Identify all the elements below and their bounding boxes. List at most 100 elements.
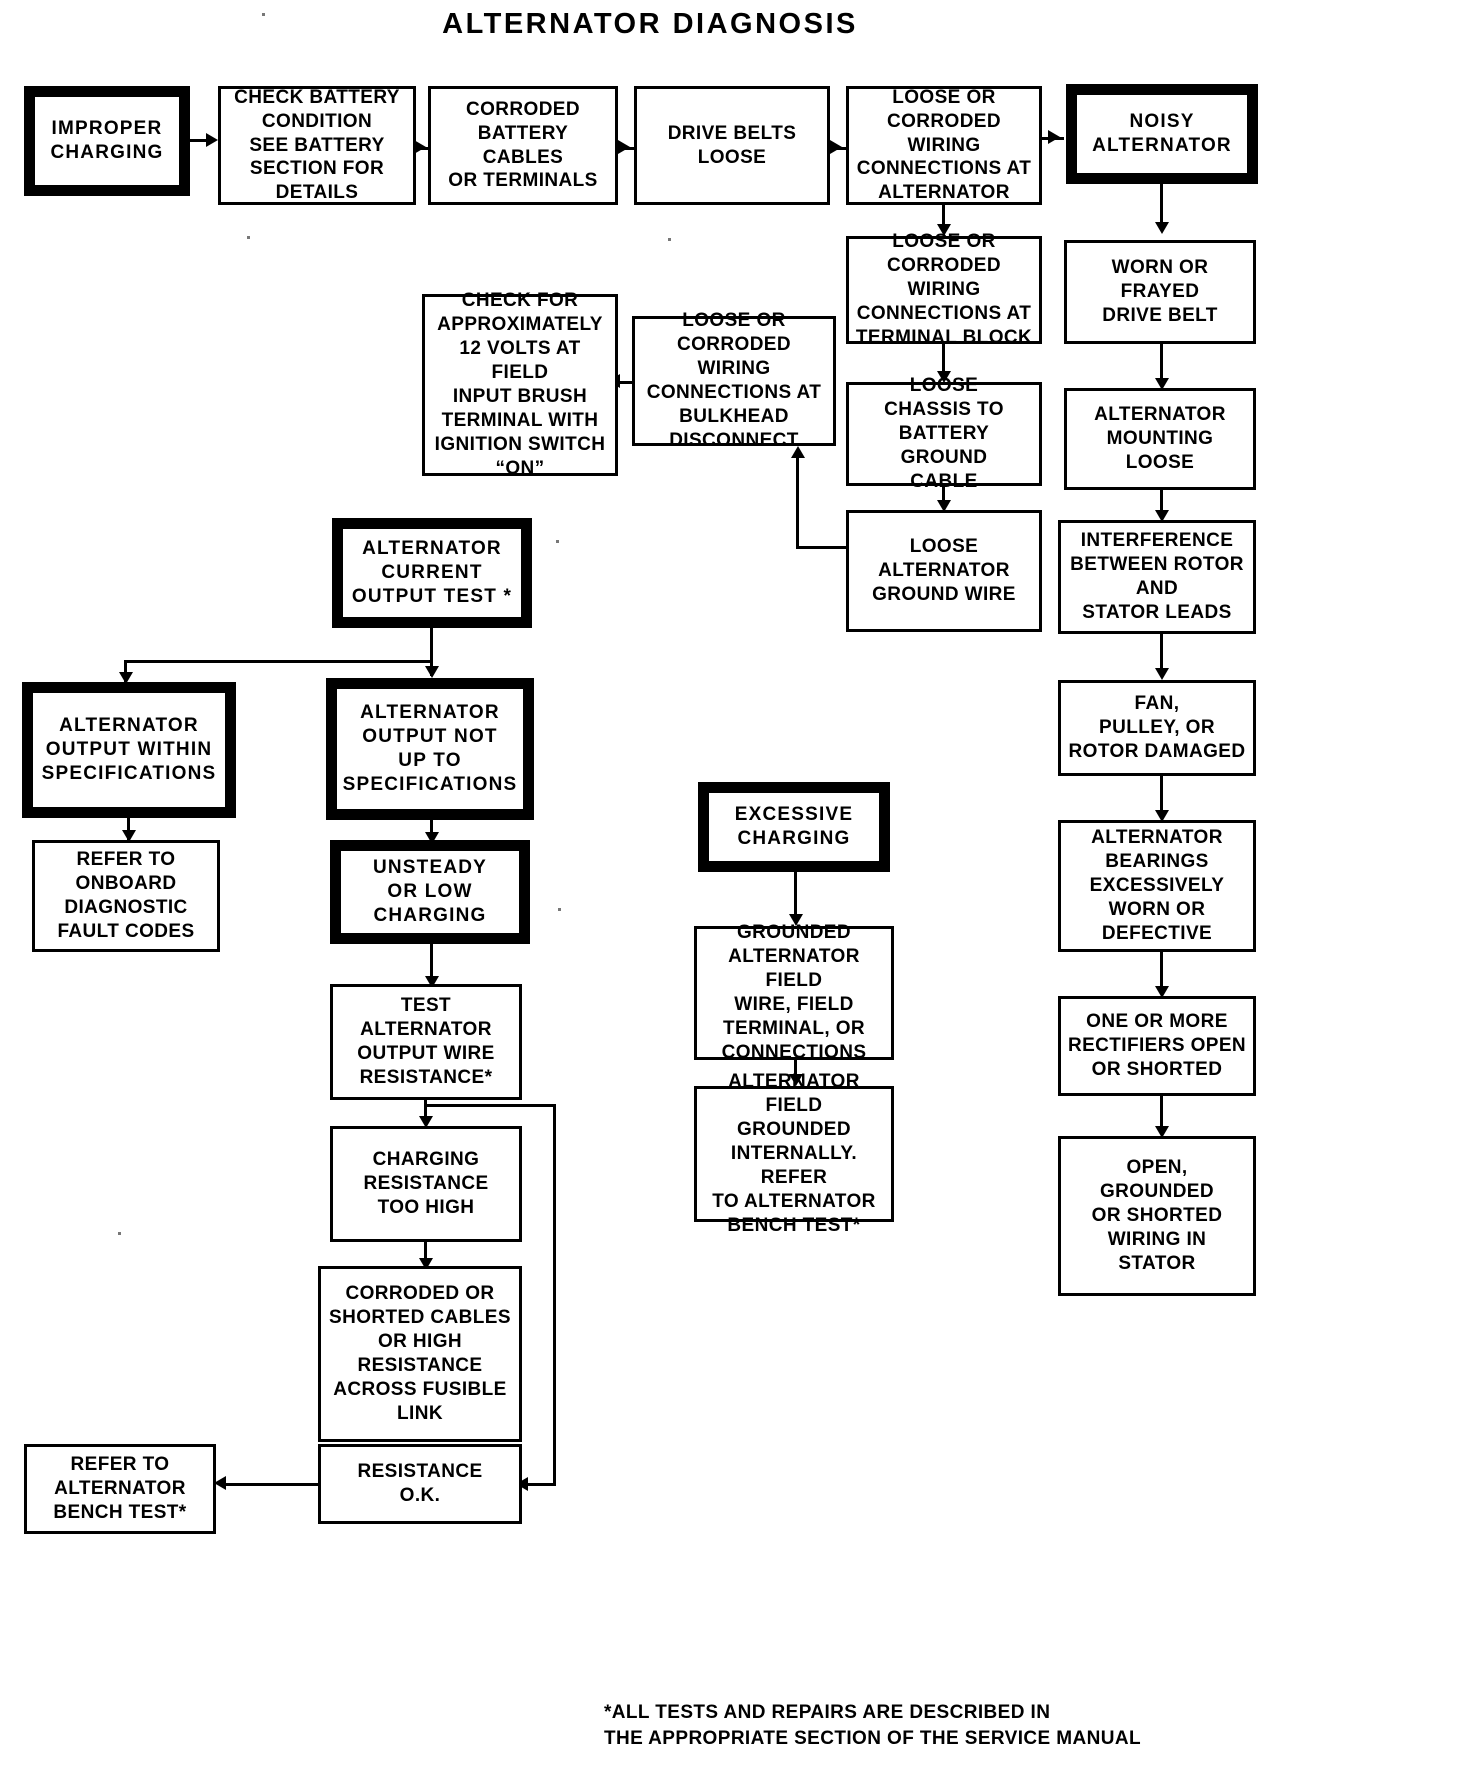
node-check-12-volts[interactable]: CHECK FOR APPROXIMATELY 12 VOLTS AT FIEL… [422,290,618,479]
node-grounded-field-wire-label: GROUNDED ALTERNATOR FIELD WIRE, FIELD TE… [721,922,867,1063]
node-interference-rotor-stator-label: INTERFERENCE BETWEEN ROTOR AND STATOR LE… [1070,530,1244,623]
arrowhead-down [789,914,803,926]
edge-cot-left-drop [124,660,127,682]
arrowhead-down [122,830,136,842]
node-field-grounded-internally[interactable]: ALTERNATOR FIELD GROUNDED INTERNALLY. RE… [694,1071,894,1236]
arrowhead-down [419,1116,433,1128]
node-corroded-battery-cables[interactable]: CORRODED BATTERY CABLES OR TERMINALS [428,86,618,205]
node-wiring-at-alternator[interactable]: LOOSE OR CORRODED WIRING CONNECTIONS AT … [846,86,1042,205]
node-noisy-alternator-label: NOISY ALTERNATOR [1092,111,1232,156]
edge-fan-down [1160,776,1163,816]
edge-testres-loop-h [424,1104,556,1107]
node-loose-chassis-ground[interactable]: LOOSE CHASSIS TO BATTERY GROUND CABLE [846,375,1042,492]
node-loose-alternator-ground-wire[interactable]: LOOSE ALTERNATOR GROUND WIRE [846,510,1042,632]
node-current-output-test-label: ALTERNATOR CURRENT OUTPUT TEST * [351,538,513,607]
edge-belt-down [1160,344,1163,384]
scan-speck [556,540,559,543]
arrowhead-left [214,1476,226,1490]
arrowhead-down [937,224,951,236]
arrowhead-right [206,133,218,147]
footnote: *ALL TESTS AND REPAIRS ARE DESCRIBED IN … [604,1702,1142,1749]
node-corroded-shorted-cables[interactable]: CORRODED OR SHORTED CABLES OR HIGH RESIS… [318,1266,522,1442]
arrowhead-right [414,140,426,154]
arrowhead-down [937,500,951,512]
edge-rectifiers-down [1160,1096,1163,1132]
node-wiring-at-terminal-block[interactable]: LOOSE OR CORRODED WIRING CONNECTIONS AT … [846,231,1042,348]
edge-excessive-down [794,872,797,922]
arrowhead-down [425,666,439,678]
node-fan-pulley-rotor-label: FAN, PULLEY, OR ROTOR DAMAGED [1068,693,1246,762]
edge-mounting-down [1160,490,1163,518]
edge-loop-into-resistanceok [522,1483,556,1486]
node-charging-resistance-high-label: CHARGING RESISTANCE TOO HIGH [363,1149,489,1218]
node-alternator-mounting-loose-label: ALTERNATOR MOUNTING LOOSE [1094,404,1226,473]
node-check-battery-label: CHECK BATTERY CONDITION SEE BATTERY SECT… [234,86,400,204]
edge-notup-down [430,820,433,842]
arrowhead-down [1155,810,1169,822]
node-refer-bench-test[interactable]: REFER TO ALTERNATOR BENCH TEST* [24,1444,216,1534]
node-improper-charging-label: IMPROPER CHARGING [50,118,164,163]
edge-altground-to-bulkhead-v [796,455,799,549]
node-excessive-charging-label: EXCESSIVE CHARGING [734,804,854,849]
arrowhead-down [119,672,133,684]
arrowhead-down [937,371,951,383]
node-alternator-bearings-worn[interactable]: ALTERNATOR BEARINGS EXCESSIVELY WORN OR … [1058,820,1256,952]
node-check-battery[interactable]: CHECK BATTERY CONDITION SEE BATTERY SECT… [218,86,416,205]
node-loose-chassis-ground-label: LOOSE CHASSIS TO BATTERY GROUND CABLE [884,375,1004,492]
node-test-output-wire-resistance-label: TEST ALTERNATOR OUTPUT WIRE RESISTANCE* [357,995,495,1088]
scan-speck [118,1232,121,1235]
scan-speck [558,908,561,911]
node-wiring-at-terminal-block-label: LOOSE OR CORRODED WIRING CONNECTIONS AT … [855,231,1033,348]
edge-unsteady-down [430,944,433,984]
arrowhead-down [1155,668,1169,680]
node-refer-onboard-codes[interactable]: REFER TO ONBOARD DIAGNOSTIC FAULT CODES [32,840,220,952]
node-check-12-volts-label: CHECK FOR APPROXIMATELY 12 VOLTS AT FIEL… [434,290,606,479]
node-worn-frayed-belt[interactable]: WORN OR FRAYED DRIVE BELT [1064,240,1256,344]
arrowhead-down [789,1074,803,1086]
edge-within-down [127,818,130,840]
scan-speck [262,13,265,16]
node-refer-bench-test-label: REFER TO ALTERNATOR BENCH TEST* [53,1454,187,1523]
node-grounded-field-wire[interactable]: GROUNDED ALTERNATOR FIELD WIRE, FIELD TE… [694,922,894,1063]
node-alternator-mounting-loose[interactable]: ALTERNATOR MOUNTING LOOSE [1064,388,1256,490]
edge-noisy-down [1160,184,1163,228]
node-charging-resistance-high[interactable]: CHARGING RESISTANCE TOO HIGH [330,1126,522,1242]
edge-bulkhead-to-12volts [614,381,634,384]
edge-altground-to-bulkhead-h [796,546,848,549]
node-output-within-spec-label: ALTERNATOR OUTPUT WITHIN SPECIFICATIONS [41,715,217,784]
node-interference-rotor-stator[interactable]: INTERFERENCE BETWEEN ROTOR AND STATOR LE… [1058,520,1256,634]
node-rectifiers-open[interactable]: ONE OR MORE RECTIFIERS OPEN OR SHORTED [1058,996,1256,1096]
node-output-within-spec[interactable]: ALTERNATOR OUTPUT WITHIN SPECIFICATIONS [22,682,236,818]
edge-bearings-down [1160,952,1163,992]
scan-speck [247,236,250,239]
node-worn-frayed-belt-label: WORN OR FRAYED DRIVE BELT [1102,257,1218,326]
node-stator-wiring[interactable]: OPEN, GROUNDED OR SHORTED WIRING IN STAT… [1058,1136,1256,1296]
page-title: ALTERNATOR DIAGNOSIS [442,8,858,40]
edge-testres-down [424,1100,427,1124]
node-field-grounded-internally-label: ALTERNATOR FIELD GROUNDED INTERNALLY. RE… [712,1071,876,1236]
node-excessive-charging[interactable]: EXCESSIVE CHARGING [698,782,890,872]
arrowhead-right [618,140,630,154]
node-improper-charging[interactable]: IMPROPER CHARGING [24,86,190,196]
node-noisy-alternator[interactable]: NOISY ALTERNATOR [1066,84,1258,184]
node-resistance-ok[interactable]: RESISTANCE O.K. [318,1444,522,1524]
node-fan-pulley-rotor[interactable]: FAN, PULLEY, OR ROTOR DAMAGED [1058,680,1256,776]
node-alternator-bearings-worn-label: ALTERNATOR BEARINGS EXCESSIVELY WORN OR … [1089,827,1225,944]
arrowhead-up [791,446,805,458]
node-unsteady-low-charging[interactable]: UNSTEADY OR LOW CHARGING [330,840,530,944]
edge-groundedfield-down [794,1060,797,1082]
node-drive-belts-loose[interactable]: DRIVE BELTS LOOSE [634,86,830,205]
node-output-not-up-to-spec-label: ALTERNATOR OUTPUT NOT UP TO SPECIFICATIO… [342,702,518,795]
arrowhead-right [830,140,842,154]
node-current-output-test[interactable]: ALTERNATOR CURRENT OUTPUT TEST * [332,518,532,628]
arrowhead-down [1155,1126,1169,1138]
node-test-output-wire-resistance[interactable]: TEST ALTERNATOR OUTPUT WIRE RESISTANCE* [330,984,522,1100]
edge-resistanceok-to-bench [220,1483,320,1486]
arrowhead-right [1048,130,1060,144]
edge-chargeres-down [424,1242,427,1266]
edge-wiring-down [942,205,945,230]
arrowhead-down [1155,378,1169,390]
node-wiring-at-bulkhead[interactable]: LOOSE OR CORRODED WIRING CONNECTIONS AT … [632,310,836,451]
node-output-not-up-to-spec[interactable]: ALTERNATOR OUTPUT NOT UP TO SPECIFICATIO… [326,678,534,820]
edge-chassis-down [942,486,945,508]
